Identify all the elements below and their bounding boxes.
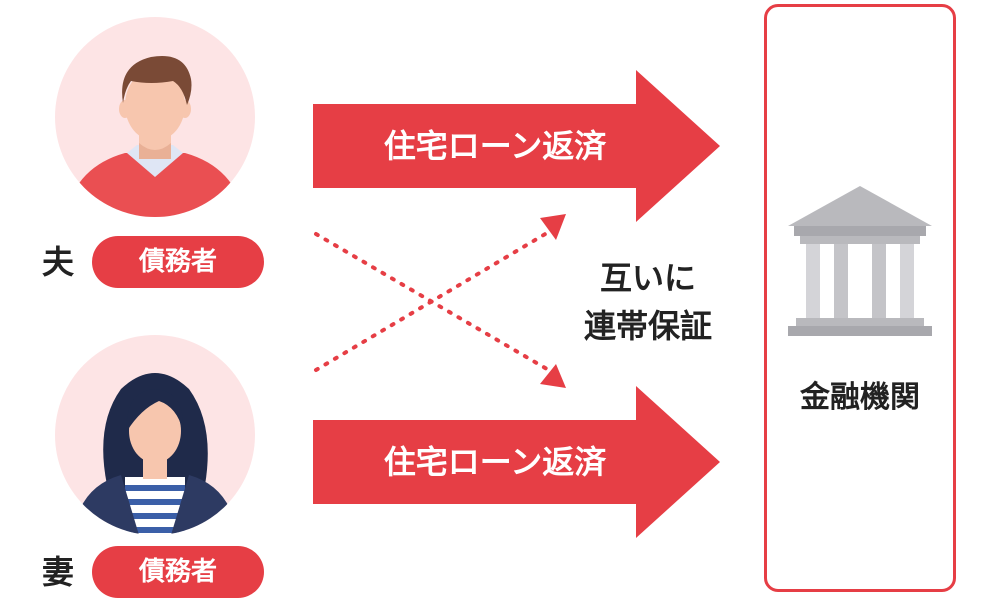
guarantee-text: 互いに 連帯保証 xyxy=(548,254,748,350)
guarantee-line1: 互いに xyxy=(599,259,696,297)
man-icon xyxy=(65,55,245,217)
wife-role-badge: 債務者 xyxy=(92,546,264,598)
top-arrow-label: 住宅ローン返済 xyxy=(383,127,607,165)
woman-icon xyxy=(73,373,237,535)
guarantee-arrowhead-up xyxy=(540,214,566,240)
bottom-arrow-label: 住宅ローン返済 xyxy=(383,443,607,481)
husband-label: 夫 xyxy=(42,243,75,281)
bottom-repayment-arrow xyxy=(313,386,720,538)
husband-role-badge: 債務者 xyxy=(92,236,264,288)
guarantee-line-wife-to-husband xyxy=(314,228,554,372)
top-repayment-arrow xyxy=(313,70,720,222)
bank-building-icon xyxy=(788,186,932,336)
institution-label: 金融機関 xyxy=(800,380,920,415)
wife-label: 妻 xyxy=(42,553,75,591)
husband-avatar xyxy=(55,17,255,217)
guarantee-arrowhead-down xyxy=(540,364,566,388)
institution-box xyxy=(764,4,956,592)
wife-avatar xyxy=(55,335,255,535)
guarantee-line2: 連帯保証 xyxy=(583,307,712,345)
guarantee-line-husband-to-wife xyxy=(314,232,554,374)
